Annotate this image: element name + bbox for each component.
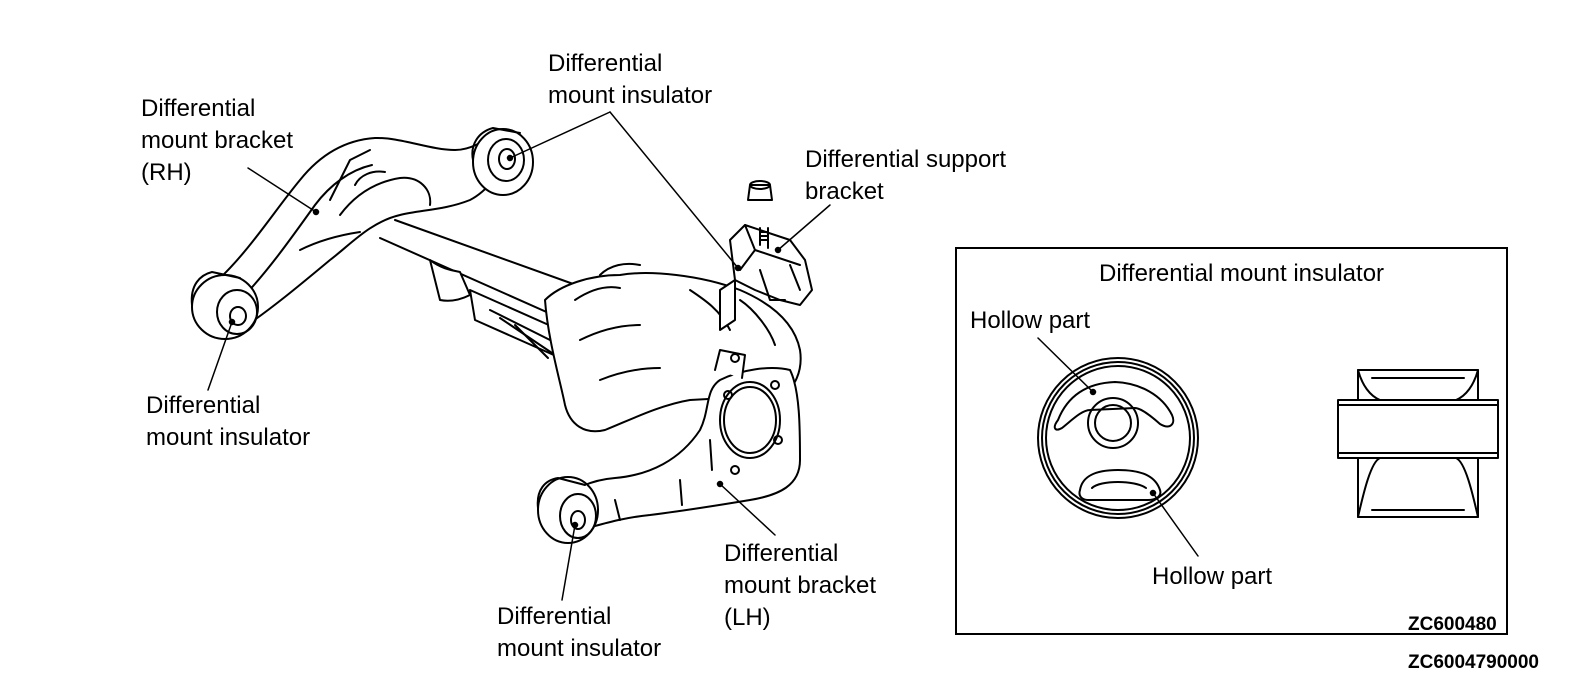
label-hollow-part-top: Hollow part: [970, 307, 1091, 334]
label-insulator-left: Differential mount insulator: [146, 392, 311, 451]
leader-lines: [207, 111, 831, 601]
insulator-detail-inset: [955, 247, 1508, 635]
insulator-rh-left: [190, 271, 259, 340]
insulator-rh-top: [471, 127, 534, 196]
inset-title: Differential mount insulator: [1099, 260, 1385, 287]
label-support-bracket: Differential support bracket: [805, 146, 1006, 205]
figure-code: ZC6004790000: [1408, 652, 1539, 673]
differential-support-bracket: [719, 180, 813, 331]
label-bracket-rh: Differential mount bracket (RH): [141, 95, 294, 186]
label-insulator-bottom: Differential mount insulator: [497, 603, 662, 662]
inset-leader-lines: [1037, 337, 1199, 557]
label-hollow-part-bottom: Hollow part: [1152, 563, 1273, 590]
label-insulator-top: Differential mount insulator: [548, 50, 713, 109]
label-bracket-lh: Differential mount bracket (LH): [724, 540, 877, 631]
mount-bracket-lh: [554, 349, 801, 531]
insulator-front-view: [1037, 357, 1199, 519]
inset-code: ZC600480: [1408, 614, 1497, 635]
insulator-side-view: [1337, 369, 1499, 518]
insulator-lh: [536, 476, 599, 544]
axle-housing: [379, 219, 591, 361]
